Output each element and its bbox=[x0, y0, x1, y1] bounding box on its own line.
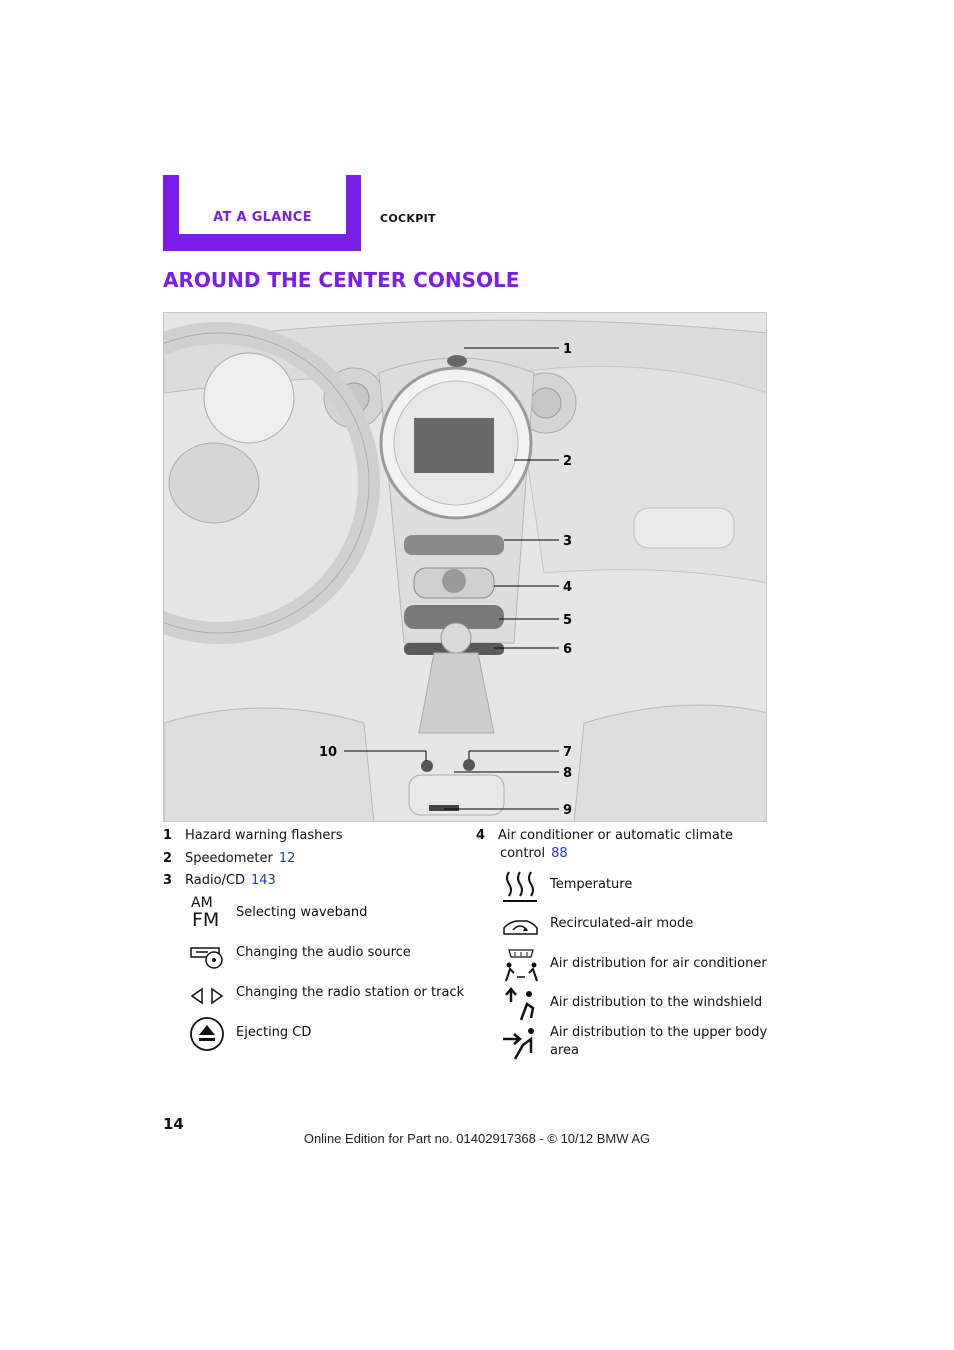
am-text: AM bbox=[191, 895, 213, 911]
sub-item-label: Changing the radio station or track bbox=[236, 985, 465, 1000]
list-item-continued: control 88 bbox=[500, 845, 568, 863]
sub-item-label: Ejecting CD bbox=[236, 1025, 312, 1040]
sub-item-label: Air distribution for air conditioner bbox=[550, 956, 767, 971]
audio-source-icon bbox=[188, 940, 228, 976]
cockpit-drawing: 1 2 3 4 5 6 7 8 9 10 bbox=[164, 313, 766, 821]
sub-item-label: Changing the audio source bbox=[236, 945, 411, 960]
fm-text: FM bbox=[192, 909, 220, 931]
tab-label: AT A GLANCE bbox=[213, 210, 312, 225]
callout-4: 4 bbox=[563, 580, 572, 595]
section-label: COCKPIT bbox=[380, 212, 436, 225]
page-title: AROUND THE CENTER CONSOLE bbox=[163, 268, 520, 292]
sub-item-label-continued: area bbox=[550, 1043, 579, 1058]
sub-item-label: Selecting waveband bbox=[236, 905, 368, 920]
callout-6: 6 bbox=[563, 642, 572, 657]
page-number: 14 bbox=[163, 1115, 184, 1133]
item-label: control bbox=[500, 846, 546, 861]
windshield-distribution-icon bbox=[501, 986, 541, 1022]
item-label: Air conditioner or automatic climate bbox=[498, 828, 733, 843]
upper-body-distribution-icon bbox=[501, 1025, 541, 1061]
item-label: Hazard warning flashers bbox=[185, 828, 343, 843]
sub-item-label: Recirculated-air mode bbox=[550, 916, 694, 931]
station-track-arrows-icon bbox=[188, 980, 228, 1016]
callout-8: 8 bbox=[563, 766, 572, 781]
callout-2: 2 bbox=[563, 454, 572, 469]
am-fm-icon: AM FM bbox=[188, 896, 230, 936]
callout-1: 1 bbox=[563, 342, 572, 357]
callout-9: 9 bbox=[563, 803, 572, 818]
callout-10: 10 bbox=[319, 745, 337, 760]
sub-item-label: Air distribution to the upper body bbox=[550, 1025, 768, 1040]
footer-text: Online Edition for Part no. 01402917368 … bbox=[303, 1131, 651, 1146]
callout-5: 5 bbox=[563, 613, 572, 628]
callout-3: 3 bbox=[563, 534, 572, 549]
page-link[interactable]: 88 bbox=[551, 846, 568, 861]
sub-item-label: Temperature bbox=[550, 877, 633, 892]
eject-icon bbox=[188, 1016, 228, 1052]
section-tab-inner bbox=[179, 175, 346, 234]
item-label: Radio/CD bbox=[185, 873, 245, 888]
callout-7: 7 bbox=[563, 745, 572, 760]
temperature-icon bbox=[501, 868, 541, 904]
air-distribution-ac-icon bbox=[501, 947, 541, 983]
page-link[interactable]: 12 bbox=[278, 851, 296, 866]
item-label: Speedometer bbox=[185, 851, 273, 866]
cockpit-illustration: 1 2 3 4 5 6 7 8 9 10 bbox=[163, 312, 767, 822]
sub-item-label: Air distribution to the windshield bbox=[550, 995, 763, 1010]
page-link[interactable]: 143 bbox=[251, 873, 276, 888]
recirculated-air-icon bbox=[501, 910, 541, 946]
